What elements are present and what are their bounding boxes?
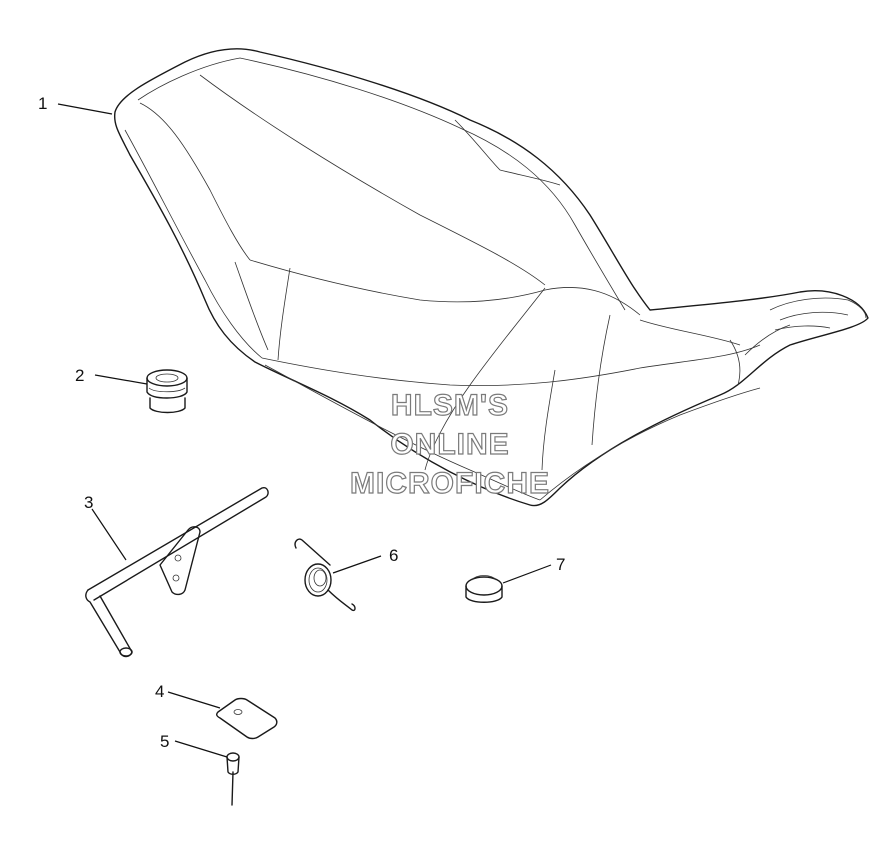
spring-part [294,538,356,612]
watermark-line-1: HLSM'S [391,389,509,422]
leader-1 [57,103,113,115]
callout-5: 5 [160,732,169,751]
leader-6 [332,555,382,574]
leader-5 [174,740,228,758]
callout-2: 2 [75,366,84,385]
cap-nut-part [465,575,503,603]
watermark-line-3: MICROFICHE [350,467,550,500]
watermark-line-2: ONLINE [390,428,509,461]
grommet-part [146,369,188,414]
latch-rod-part [85,486,269,658]
callout-7: 7 [556,555,565,574]
seat-part [113,48,869,507]
callout-labels: 1 2 3 4 5 6 7 [38,94,565,751]
leader-7 [502,564,552,584]
callout-3: 3 [84,493,93,512]
watermark: HLSM'S ONLINE MICROFICHE [349,388,550,500]
callout-1: 1 [38,94,47,113]
leader-lines [57,103,552,758]
leader-4 [167,691,221,709]
callout-4: 4 [155,682,164,701]
rivet-part [226,752,240,806]
callout-6: 6 [389,546,398,565]
leader-2 [94,374,148,385]
leader-3 [91,508,127,561]
plate-part [216,697,278,740]
